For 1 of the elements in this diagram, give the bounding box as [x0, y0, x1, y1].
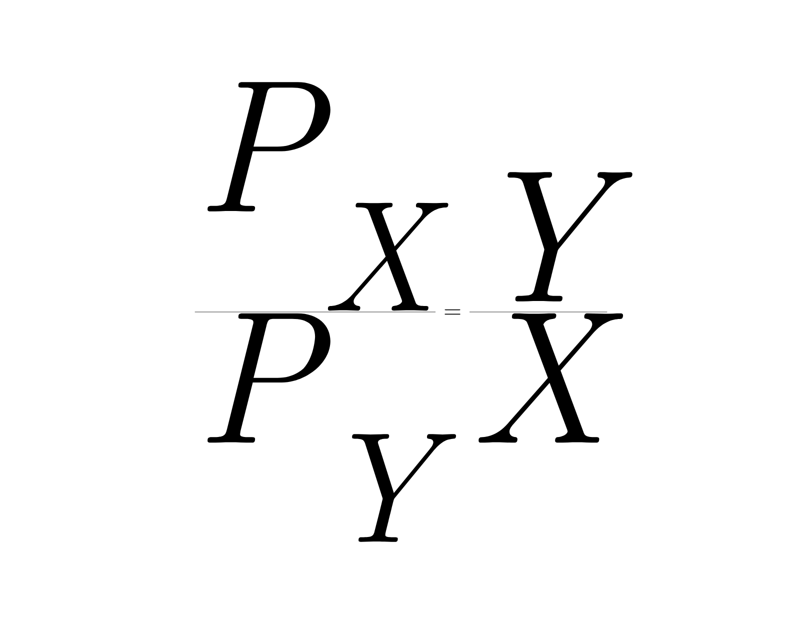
formula: $\frac{P_X}{P_Y}=\frac{Y}{X}$ [194, 82, 632, 542]
